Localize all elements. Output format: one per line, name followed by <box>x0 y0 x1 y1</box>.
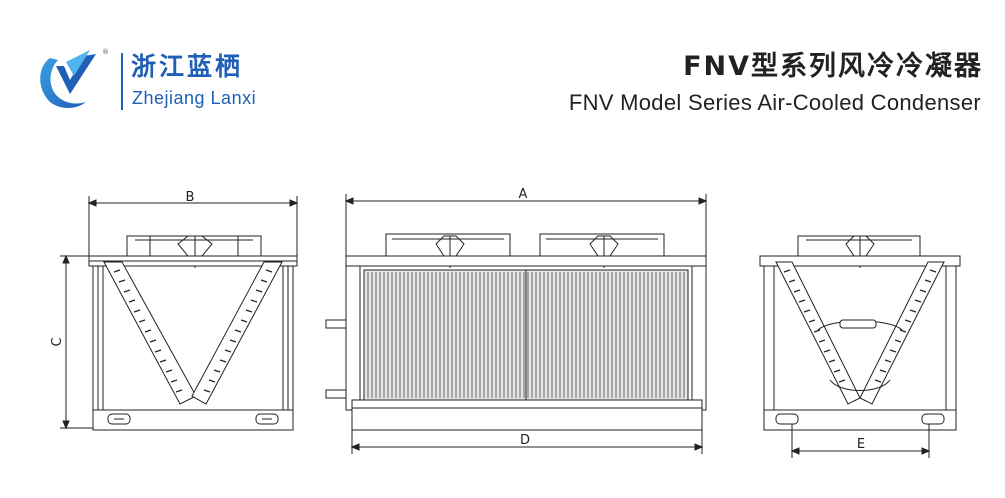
page-title-cn: FNV型系列风冷冷凝器 <box>683 51 983 82</box>
registered-mark: ® <box>102 48 109 56</box>
side-view-left <box>88 235 298 431</box>
front-view <box>325 233 707 431</box>
brand-name-en: Zhejiang Lanxi <box>132 88 257 108</box>
dimension-d-label: D <box>520 433 530 448</box>
dimension-a <box>344 194 708 256</box>
dimension-e <box>790 424 931 458</box>
coil-fins <box>367 272 685 398</box>
dimension-b <box>87 196 299 256</box>
dimension-d <box>350 430 704 454</box>
side-view-right <box>759 235 961 431</box>
dimension-b-label: B <box>186 190 195 205</box>
brand-name-cn: 浙江蓝栖 <box>131 52 244 81</box>
coil-slots-left <box>113 269 273 393</box>
page-title-en: FNV Model Series Air-Cooled Condenser <box>568 90 981 115</box>
dimension-c <box>60 254 93 430</box>
company-logo: ® <box>40 48 109 108</box>
dimension-a-label: A <box>519 187 528 202</box>
dimension-c-label: C <box>50 337 65 346</box>
dimension-e-label: E <box>857 437 865 452</box>
brand-divider <box>121 53 123 110</box>
coil-slots-right <box>783 269 937 383</box>
